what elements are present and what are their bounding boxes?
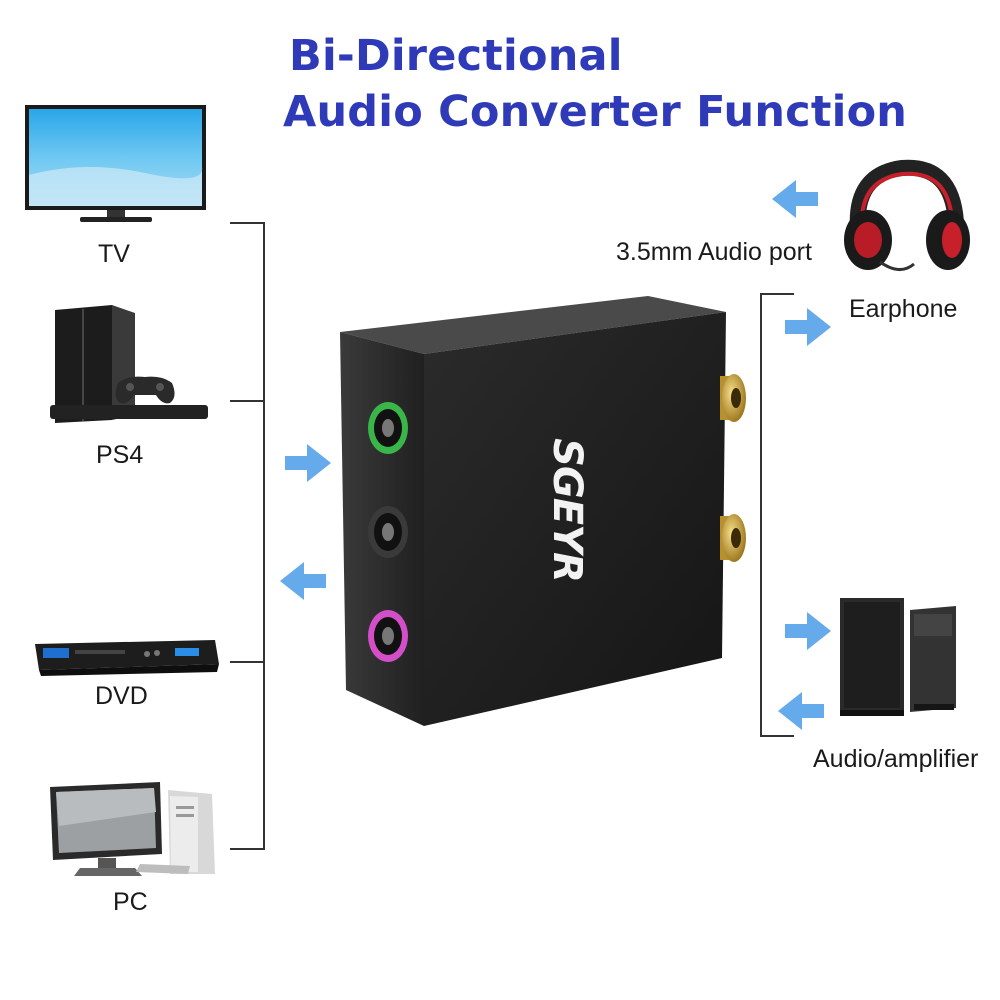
dvd-player-icon: [35, 640, 219, 676]
arrow-right-icon: [285, 444, 331, 482]
audio-jack-black: [368, 506, 408, 558]
arrow-right-icon: [785, 612, 831, 650]
arrow-right-icon: [785, 308, 831, 346]
port-label-3-5mm: 3.5mm Audio port: [616, 238, 812, 266]
rca-jack-bottom: [720, 514, 746, 562]
speaker-icon: [840, 598, 956, 716]
tv-icon: [25, 105, 206, 222]
diagram-title: Bi-Directional Audio Converter Function: [283, 28, 983, 140]
audio-jack-pink: [368, 610, 408, 662]
bracket-left-ps4: [230, 400, 264, 402]
arrow-left-icon: [778, 692, 824, 730]
desktop-computer-icon: [50, 782, 215, 876]
brand-logo: SGEYR: [544, 438, 590, 582]
device-label-audio-amplifier: Audio/amplifier: [813, 745, 979, 773]
bracket-left-bottom: [230, 848, 264, 850]
rca-jack-top: [720, 374, 746, 422]
arrow-left-icon: [280, 562, 326, 600]
headset-icon: [844, 159, 970, 271]
device-label-dvd: DVD: [95, 682, 148, 710]
bracket-left-vertical: [263, 222, 265, 850]
audio-jack-green: [368, 402, 408, 454]
device-label-ps4: PS4: [96, 441, 144, 469]
converter-box: [340, 296, 746, 726]
device-label-pc: PC: [113, 888, 148, 916]
device-label-earphone: Earphone: [849, 295, 958, 323]
bracket-right-vertical: [760, 293, 762, 737]
bracket-right-top: [760, 293, 794, 295]
bracket-left-top: [230, 222, 264, 224]
arrow-left-icon: [772, 180, 818, 218]
bracket-left-dvd: [230, 661, 264, 663]
title-line-1: Bi-Directional: [289, 31, 623, 81]
title-line-2: Audio Converter Function: [283, 87, 908, 137]
bracket-right-bottom: [760, 735, 794, 737]
device-label-tv: TV: [98, 240, 130, 268]
game-console-icon: [50, 305, 208, 423]
